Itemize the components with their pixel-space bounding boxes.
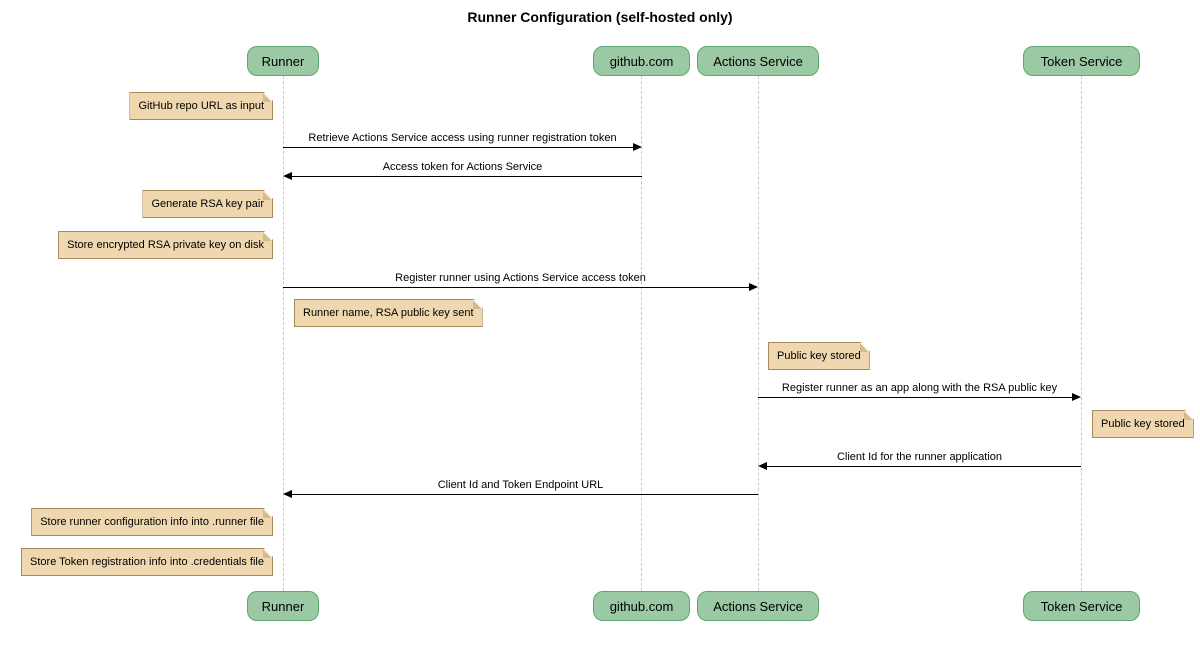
actor-runner-bottom: Runner xyxy=(247,591,319,621)
actor-runner-top: Runner xyxy=(247,46,319,76)
note-public-key-stored-token: Public key stored xyxy=(1092,410,1194,438)
message-5-arrowhead-left-icon xyxy=(758,462,767,470)
diagram-title: Runner Configuration (self-hosted only) xyxy=(467,9,733,25)
message-4-label: Register runner as an app along with the… xyxy=(781,382,1058,394)
message-2-arrowhead-left-icon xyxy=(283,172,292,180)
lifeline-runner xyxy=(283,76,284,591)
note-store-token-registration: Store Token registration info into .cred… xyxy=(21,548,273,576)
note-runner-name-public-key-sent: Runner name, RSA public key sent xyxy=(294,299,483,327)
actor-github-bottom: github.com xyxy=(593,591,690,621)
lifeline-github xyxy=(641,76,642,591)
message-6-line xyxy=(292,494,758,495)
message-4-arrowhead-right-icon xyxy=(1072,393,1081,401)
actor-actions-service-bottom: Actions Service xyxy=(697,591,819,621)
note-public-key-stored-actions: Public key stored xyxy=(768,342,870,370)
message-4-line xyxy=(758,397,1072,398)
actor-token-service-top: Token Service xyxy=(1023,46,1140,76)
note-github-repo-url: GitHub repo URL as input xyxy=(129,92,273,120)
message-2-line xyxy=(292,176,642,177)
note-store-encrypted-private-key: Store encrypted RSA private key on disk xyxy=(58,231,273,259)
actor-token-service-bottom: Token Service xyxy=(1023,591,1140,621)
message-1-arrowhead-right-icon xyxy=(633,143,642,151)
message-6-arrowhead-left-icon xyxy=(283,490,292,498)
message-1-line xyxy=(283,147,633,148)
message-1-label: Retrieve Actions Service access using ru… xyxy=(308,132,617,144)
message-6-label: Client Id and Token Endpoint URL xyxy=(437,479,604,491)
message-2-label: Access token for Actions Service xyxy=(382,161,543,173)
lifeline-token-service xyxy=(1081,76,1082,591)
message-5-line xyxy=(767,466,1081,467)
message-3-arrowhead-right-icon xyxy=(749,283,758,291)
message-3-label: Register runner using Actions Service ac… xyxy=(395,272,646,284)
lifeline-actions-service xyxy=(758,76,759,591)
message-3-line xyxy=(283,287,749,288)
actor-github-top: github.com xyxy=(593,46,690,76)
message-5-label: Client Id for the runner application xyxy=(836,451,1003,463)
actor-actions-service-top: Actions Service xyxy=(697,46,819,76)
note-store-runner-config: Store runner configuration info into .ru… xyxy=(31,508,273,536)
note-generate-rsa-key-pair: Generate RSA key pair xyxy=(142,190,273,218)
